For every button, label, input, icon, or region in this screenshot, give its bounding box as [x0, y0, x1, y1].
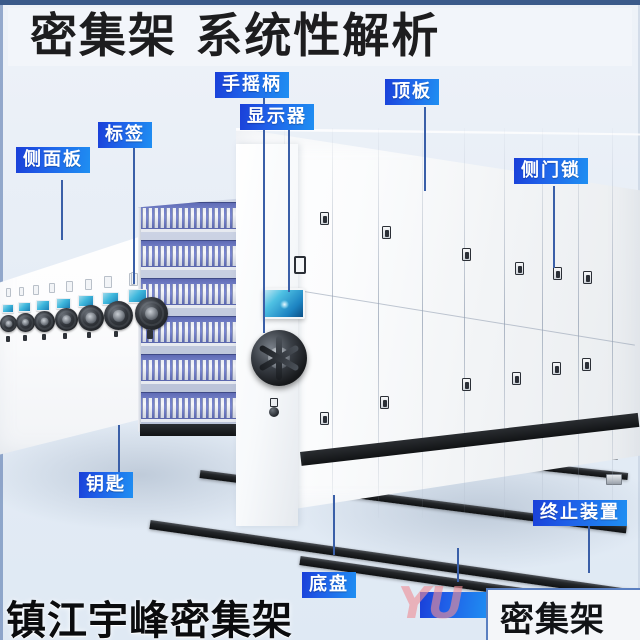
door-seam	[422, 128, 423, 518]
label-holder-1	[6, 288, 11, 297]
callout-side-panel[interactable]: 侧面板	[16, 147, 90, 173]
title-band	[8, 8, 632, 66]
key-lock-4[interactable]	[63, 333, 67, 339]
leader-hand-crank	[263, 95, 265, 333]
leader-stop-device	[588, 523, 590, 573]
hand-crank-4[interactable]	[55, 308, 78, 331]
side-door-lock-1[interactable]	[382, 226, 391, 239]
crank-spoke	[276, 336, 282, 380]
side-door-lock-6[interactable]	[320, 212, 329, 225]
side-door-lock-8[interactable]	[462, 378, 471, 391]
crank-spoke	[258, 344, 300, 372]
callout-base-chassis[interactable]: 底盘	[302, 572, 356, 598]
brand-text: 镇江宇峰密集架	[6, 598, 293, 640]
shelf-row	[138, 392, 246, 422]
hand-crank-1[interactable]	[0, 315, 17, 332]
callout-display[interactable]: 显示器	[240, 104, 314, 130]
label-holder-5	[66, 281, 73, 292]
hand-crank-5[interactable]	[78, 305, 104, 331]
side-door-lock-4[interactable]	[553, 267, 562, 280]
label-holder-2	[19, 287, 24, 296]
label-holder-7	[104, 276, 112, 288]
label-holder-3	[33, 285, 39, 295]
key-lock-6[interactable]	[114, 331, 118, 337]
side-door-lock-12[interactable]	[320, 412, 329, 425]
side-door-lock-5[interactable]	[583, 271, 592, 284]
key-lock-1[interactable]	[6, 336, 10, 342]
callout-label-holder[interactable]: 标签	[98, 122, 152, 148]
watermark: YU	[398, 578, 464, 629]
callout-stop-device[interactable]: 终止装置	[533, 500, 627, 526]
side-door-lock-7[interactable]	[380, 396, 389, 409]
shelf-row	[138, 240, 246, 270]
mini-display-2	[18, 302, 31, 312]
corner-overlay-text: 密集架	[500, 600, 605, 640]
door-seam	[542, 128, 543, 518]
top-panel-surface	[236, 128, 640, 136]
leader-display	[288, 130, 290, 292]
label-holder-main	[294, 256, 306, 274]
leader-label-holder	[133, 148, 135, 284]
leader-base-chassis	[333, 495, 335, 555]
hand-crank-3[interactable]	[34, 311, 55, 332]
side-door-lock-2[interactable]	[462, 248, 471, 261]
label-holder-4	[49, 283, 55, 293]
hand-crank-main[interactable]	[251, 330, 307, 386]
door-seam	[578, 128, 579, 518]
crank-spoke	[258, 344, 300, 372]
leader-side-panel	[61, 180, 63, 240]
door-seam	[612, 128, 613, 518]
callout-key[interactable]: 钥匙	[79, 472, 133, 498]
key-lock-7[interactable]	[147, 330, 153, 339]
door-seam	[464, 128, 465, 518]
callout-hand-crank[interactable]: 手摇柄	[215, 72, 289, 98]
key-lock-3[interactable]	[42, 334, 46, 340]
callout-top-panel[interactable]: 顶板	[385, 79, 439, 105]
key-lock-main[interactable]	[268, 398, 280, 418]
hand-crank-6[interactable]	[104, 301, 133, 330]
corner-overlay-box	[486, 588, 640, 640]
key-plate	[270, 398, 278, 407]
side-door-lock-11[interactable]	[582, 358, 591, 371]
side-door-lock-10[interactable]	[552, 362, 561, 375]
hand-crank-7[interactable]	[135, 297, 168, 330]
leader-unnamed-part	[457, 548, 459, 582]
rail-end-stop-mid	[606, 474, 622, 485]
top-border-bar	[0, 0, 640, 5]
callout-partial-hidden[interactable]	[420, 592, 488, 618]
display-screen[interactable]	[263, 288, 305, 319]
hand-crank-2[interactable]	[16, 313, 35, 332]
shelf-base-chassis	[140, 424, 248, 436]
page-title: 密集架 系统性解析	[30, 9, 441, 64]
leader-key	[118, 425, 120, 473]
key-lock-5[interactable]	[87, 332, 91, 338]
leader-top-panel	[424, 107, 426, 191]
key-lock-2[interactable]	[23, 335, 27, 341]
side-door-lock-3[interactable]	[515, 262, 524, 275]
mini-display-1	[2, 304, 14, 313]
key-cylinder	[269, 407, 279, 417]
door-seam	[332, 128, 333, 518]
callout-side-door-lock[interactable]: 侧门锁	[514, 158, 588, 184]
door-seam	[378, 128, 379, 518]
label-holder-6	[85, 279, 92, 290]
shelf-row	[138, 354, 246, 384]
shelf-row	[138, 202, 246, 232]
side-door-lock-9[interactable]	[512, 372, 521, 385]
leader-side-door-lock	[553, 186, 555, 268]
mini-display-3	[36, 300, 50, 311]
